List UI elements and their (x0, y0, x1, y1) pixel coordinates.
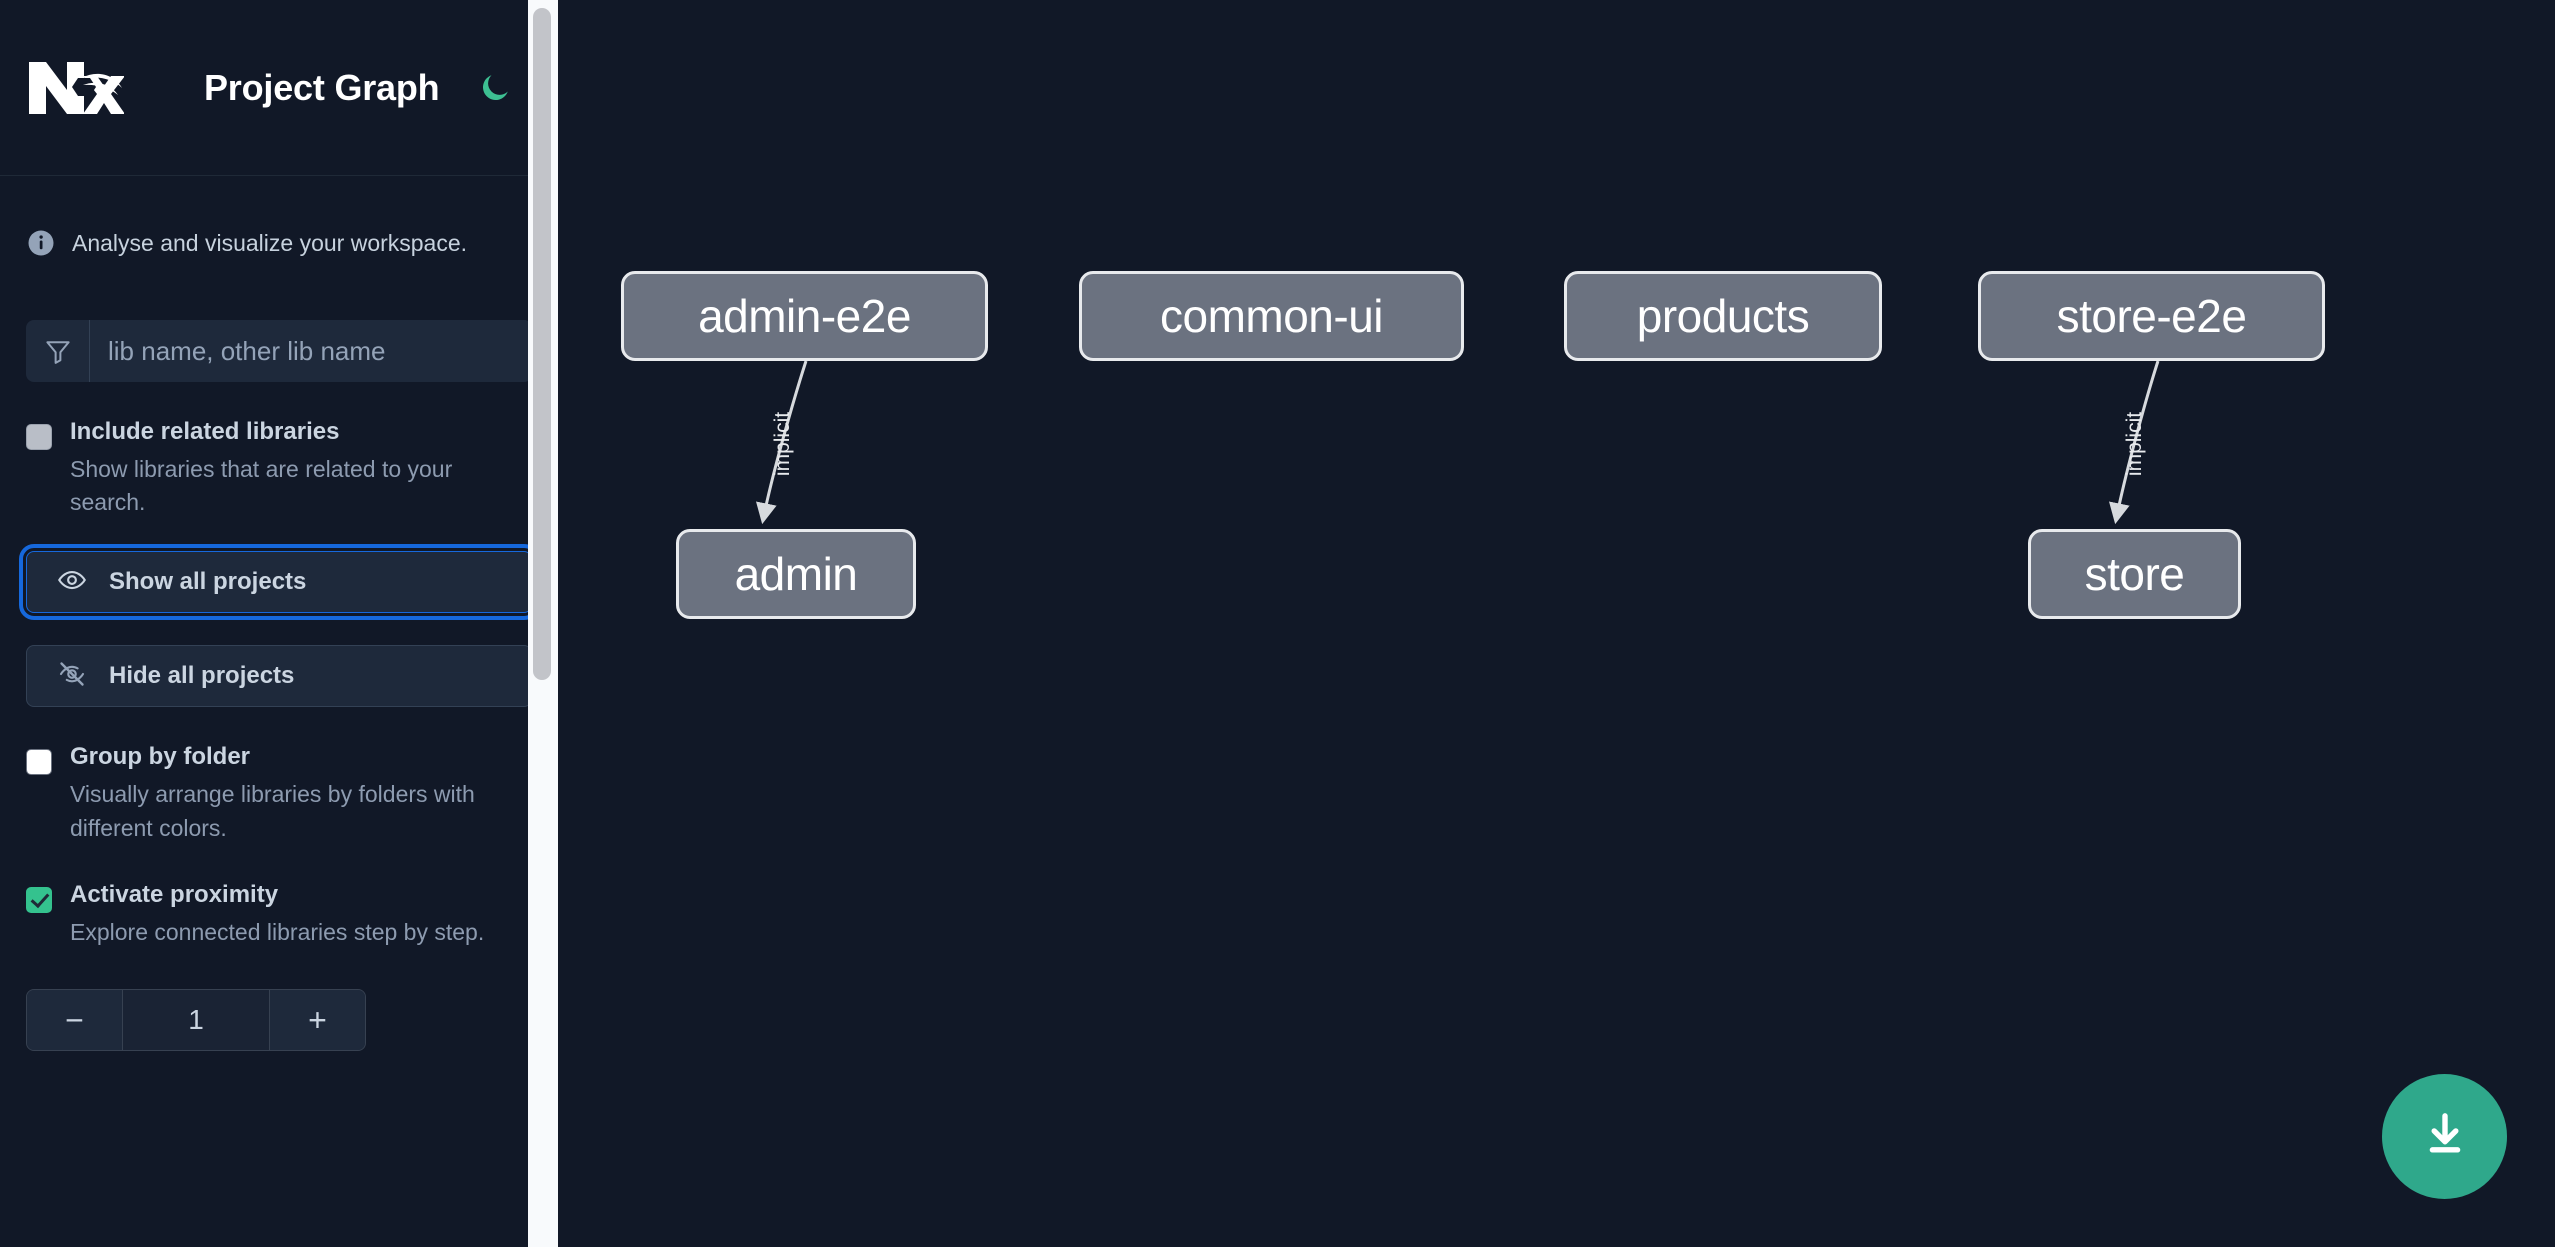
graph-node-common-ui[interactable]: common-ui (1079, 271, 1464, 361)
workspace-blurb: Analyse and visualize your workspace. (26, 176, 532, 272)
proximity-value: 1 (123, 990, 269, 1051)
nx-logo-icon (26, 56, 125, 120)
graph-node-admin-e2e[interactable]: admin-e2e (621, 271, 988, 361)
download-graph-button[interactable] (2382, 1074, 2507, 1199)
graph-node-admin[interactable]: admin (676, 529, 916, 619)
include-related-libraries-description: Show libraries that are related to your … (70, 455, 453, 516)
workspace-blurb-text: Analyse and visualize your workspace. (72, 229, 468, 256)
activate-proximity-checkbox[interactable] (26, 886, 52, 913)
option-activate-proximity[interactable]: Activate proximity Explore connected lib… (26, 881, 532, 949)
proximity-stepper[interactable]: − 1 + (26, 989, 366, 1052)
search-bar[interactable] (26, 320, 532, 382)
proximity-decrement-button[interactable]: − (27, 990, 123, 1051)
proximity-increment-button[interactable]: + (269, 990, 365, 1051)
graph-node-store[interactable]: store (2028, 529, 2241, 619)
eye-off-icon (57, 659, 87, 694)
graph-node-products[interactable]: products (1564, 271, 1882, 361)
sidebar-scrollbar-thumb[interactable] (533, 8, 551, 680)
include-related-libraries-label: Include related libraries (70, 418, 340, 445)
search-input[interactable] (90, 320, 532, 382)
sidebar-body: Analyse and visualize your workspace. In… (0, 176, 558, 1052)
filter-icon (26, 320, 90, 382)
group-by-folder-description: Visually arrange libraries by folders wi… (70, 781, 475, 841)
hide-all-projects-button[interactable]: Hide all projects (26, 645, 532, 708)
download-icon (2418, 1108, 2472, 1165)
page-title: Project Graph (204, 66, 440, 108)
activate-proximity-label: Activate proximity (70, 880, 279, 908)
group-by-folder-label: Group by folder (70, 743, 250, 771)
show-all-projects-button[interactable]: Show all projects (19, 544, 539, 621)
edge-label-admin-e2e-admin: implicit (771, 411, 795, 477)
graph-canvas[interactable]: implicit implicit admin-e2e common-ui pr… (558, 0, 2555, 1247)
graph-edges (756, 360, 2160, 525)
sidebar-scrollbar[interactable] (528, 0, 558, 1247)
moon-icon[interactable] (475, 68, 515, 108)
sidebar: Project Graph Analyse and visualize your… (0, 0, 558, 1247)
edge-label-store-e2e-store: implicit (2123, 411, 2147, 477)
eye-icon (57, 565, 87, 600)
option-group-by-folder[interactable]: Group by folder Visually arrange librari… (26, 743, 532, 844)
option-include-related-libraries[interactable]: Include related libraries Show libraries… (26, 418, 532, 519)
info-icon (26, 228, 56, 258)
include-related-libraries-checkbox[interactable] (26, 424, 52, 450)
show-all-projects-label: Show all projects (109, 568, 307, 596)
sidebar-header: Project Graph (0, 0, 558, 176)
graph-node-store-e2e[interactable]: store-e2e (1978, 271, 2325, 361)
hide-all-projects-label: Hide all projects (109, 662, 295, 690)
activate-proximity-description: Explore connected libraries step by step… (70, 918, 485, 945)
group-by-folder-checkbox[interactable] (26, 749, 52, 776)
